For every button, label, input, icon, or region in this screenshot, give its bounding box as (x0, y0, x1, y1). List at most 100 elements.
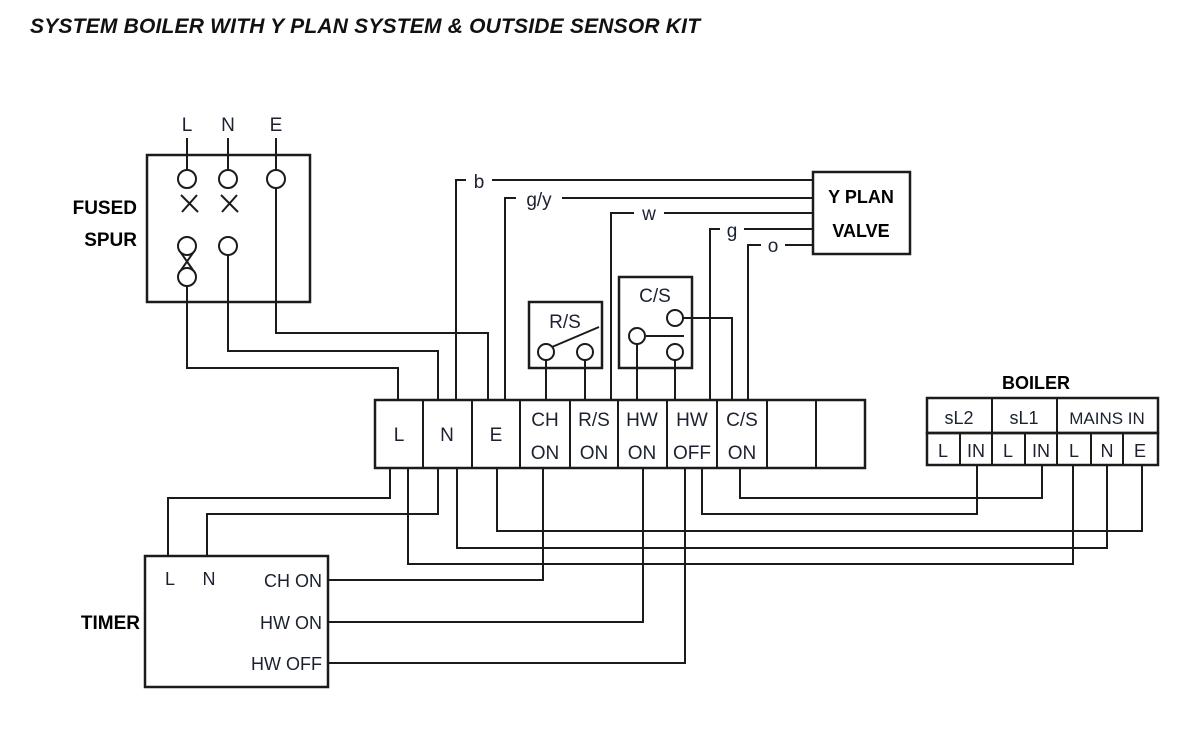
boiler-terminal-sl2-in: IN (967, 441, 985, 461)
boiler-group-sl2: sL2 (944, 408, 973, 428)
wire-label-w: w (641, 204, 656, 225)
strip-cell-ch-on-2: ON (531, 443, 560, 464)
wire-strip-hwoff-to-timer (328, 468, 686, 664)
terminal-strip-dividers (422, 400, 817, 468)
strip-cell-rs-on-2: ON (580, 443, 609, 464)
spur-terminal-e-icon (266, 169, 286, 189)
boiler: BOILER sL2 sL1 MAINS IN L IN L IN L N E (925, 373, 1160, 467)
fused-spur-label-1: FUSED (73, 198, 137, 219)
timer-output-hw-off: HW OFF (251, 654, 322, 674)
cs-terminal-common-icon (628, 327, 646, 345)
wire-valve-orange (747, 244, 813, 400)
page-title: SYSTEM BOILER WITH Y PLAN SYSTEM & OUTSI… (30, 15, 702, 38)
boiler-terminal-row (925, 431, 1160, 467)
spur-fuse-top-icon (177, 236, 197, 256)
strip-cell-hw-off-2: OFF (673, 443, 711, 464)
wire-strip-l-to-boiler-mains-l (407, 465, 1074, 565)
wire-label-bg (761, 235, 785, 256)
wire-label-bg (634, 202, 664, 224)
spur-fuse-bottom-icon (177, 267, 197, 287)
boiler-group-sl1: sL1 (1009, 408, 1038, 428)
timer-output-hw-on: HW ON (260, 613, 322, 633)
fused-spur-box (145, 153, 312, 304)
strip-cell-rs-on: R/S (578, 410, 610, 431)
valve-label-2: VALVE (832, 221, 889, 241)
boiler-title: BOILER (1002, 373, 1070, 393)
spur-terminal-label-n: N (221, 115, 235, 136)
boiler-terminal-sl1-in: IN (1032, 441, 1050, 461)
switch-contact-n-icon (220, 194, 239, 213)
spur-terminal-n-icon (218, 169, 238, 189)
wire-valve-white (610, 212, 813, 400)
wire-label-gy: g/y (526, 190, 552, 211)
wire-valve-grey (709, 228, 813, 400)
strip-cell-hw-off: HW (676, 410, 708, 431)
wire-label-bg (720, 219, 744, 240)
cs-switch-box (617, 275, 694, 370)
fused-spur: FUSED SPUR L N E (73, 115, 312, 304)
timer-terminal-n: N (203, 569, 216, 589)
wire-spur-l-to-strip (186, 285, 399, 400)
strip-cell-cs-on-2: ON (728, 443, 757, 464)
boiler-terminal-mains-l: L (1069, 441, 1079, 461)
boiler-group-mains-in: MAINS IN (1069, 409, 1145, 428)
timer-terminal-l: L (165, 569, 175, 589)
boiler-terminal-sl1-l: L (1003, 441, 1013, 461)
wire-spur-e-to-strip (275, 188, 489, 400)
timer: TIMER L N CH ON HW ON HW OFF (81, 554, 330, 689)
wire-labels: b g/y w g o (466, 169, 785, 257)
wire-strip-l-to-timer (167, 468, 391, 556)
rs-switch-box (527, 300, 604, 370)
boiler-terminal-dividers (959, 433, 1124, 465)
spur-terminal-label-l: L (182, 115, 193, 136)
terminal-strip: L N E CH ON R/S ON HW ON HW OFF C/S ON (373, 398, 867, 470)
strip-cell-hw-on: HW (626, 410, 658, 431)
rs-terminal-right-icon (576, 343, 594, 361)
boiler-terminal-mains-e: E (1134, 441, 1146, 461)
wire-label-bg (466, 169, 492, 191)
wire-strip-hwon-to-timer (328, 468, 644, 623)
wire-label-bg (516, 187, 562, 209)
rs-switch-blade (551, 326, 600, 348)
timer-box (143, 554, 330, 689)
cs-switch: C/S (617, 275, 694, 370)
rs-switch-label: R/S (549, 312, 581, 333)
boiler-group-dividers (991, 398, 1058, 433)
wire-strip-chon-to-timer (328, 468, 544, 581)
fused-spur-label-2: SPUR (84, 230, 137, 251)
wire-valve-blue (455, 179, 813, 400)
terminal-circles (177, 169, 684, 361)
boiler-terminal-mains-n: N (1101, 441, 1114, 461)
switch-contact-l-icon (180, 194, 199, 213)
wire-hwoff-to-boiler-sl2-in (701, 465, 978, 515)
wire-spur-n-to-strip (227, 255, 439, 400)
spur-terminal-label-e: E (270, 115, 283, 136)
wire-label-g: g (727, 221, 738, 242)
rs-terminal-left-icon (537, 343, 555, 361)
boiler-terminal-sl2-l: L (938, 441, 948, 461)
wire-cs-top-to-strip (683, 317, 733, 400)
wire-strip-e-to-boiler-mains-e (496, 465, 1143, 532)
wiring-lines (167, 138, 1143, 664)
wire-label-b: b (474, 172, 485, 193)
wire-label-o: o (768, 236, 779, 257)
spur-terminal-l-icon (177, 169, 197, 189)
timer-label: TIMER (81, 613, 140, 634)
timer-output-ch-on: CH ON (264, 571, 322, 591)
terminal-strip-box (373, 398, 867, 470)
strip-cell-l: L (394, 425, 405, 446)
cs-terminal-bottom-icon (666, 343, 684, 361)
y-plan-valve-box (811, 170, 912, 256)
strip-cell-ch-on: CH (531, 410, 558, 431)
wire-strip-n-to-boiler-mains-n (456, 465, 1108, 549)
strip-cell-hw-on-2: ON (628, 443, 657, 464)
wire-strip-n-to-timer (206, 468, 439, 556)
rs-switch: R/S (527, 300, 604, 370)
strip-cell-e: E (490, 425, 503, 446)
cs-terminal-top-icon (666, 309, 684, 327)
valve-label-1: Y PLAN (828, 187, 894, 207)
cs-switch-label: C/S (639, 286, 671, 307)
y-plan-valve: Y PLAN VALVE (811, 170, 912, 256)
